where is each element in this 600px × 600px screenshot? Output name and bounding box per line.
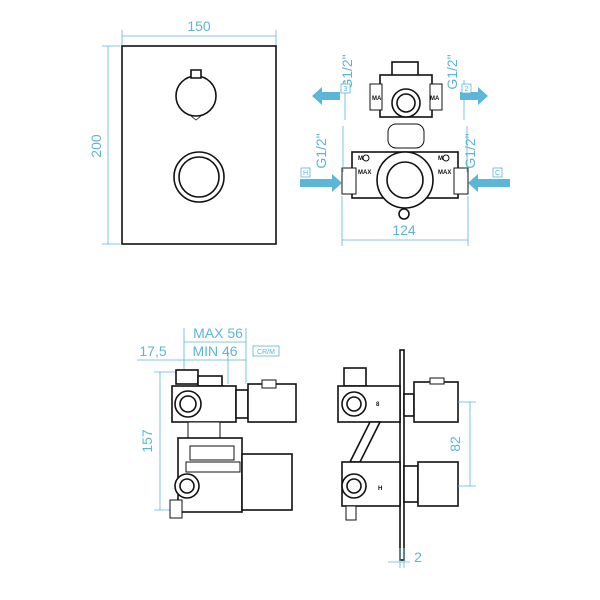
hot-tag-box xyxy=(300,167,311,178)
lower-handle xyxy=(241,453,293,511)
hot-inlet-port xyxy=(341,167,357,195)
cold-tag-box xyxy=(492,167,503,178)
outlet-right-tag-box xyxy=(461,83,472,94)
hot-tag: H xyxy=(303,170,308,177)
cold-inlet-port xyxy=(453,167,469,195)
outlet-left-tag: 3 xyxy=(344,86,348,93)
lower-bracket xyxy=(169,499,183,519)
lower-top-rib xyxy=(189,445,235,461)
section-upper-port-inner xyxy=(346,396,362,412)
mark-max-left: MAX xyxy=(358,170,371,176)
section-lower-collar xyxy=(403,465,419,503)
finish-tag: CR/M xyxy=(257,349,275,356)
diverter-left-port xyxy=(369,83,383,111)
mark-max-right: MAX xyxy=(438,170,451,176)
section-lower-handle xyxy=(417,461,459,507)
side-neck xyxy=(187,421,221,439)
upper-handle xyxy=(247,383,297,423)
overall-height-label: 157 xyxy=(139,429,155,453)
outlet-right-tag: 2 xyxy=(465,86,469,93)
lower-mid-rib xyxy=(185,461,241,473)
port-left-upper-label: G1/2" xyxy=(339,54,355,89)
upper-spindle-collar xyxy=(235,389,249,419)
height-label: 200 xyxy=(88,134,104,158)
diverter-stem-cap xyxy=(391,61,419,77)
mark-max-upper-left: MA xyxy=(372,96,382,102)
wall-plate xyxy=(399,349,405,561)
width-label: 150 xyxy=(187,18,211,34)
thermostat-bore-inner xyxy=(386,161,424,199)
upper-handle-cap xyxy=(261,379,277,389)
hot-inlet-arrow xyxy=(300,174,342,192)
body-width-label: 124 xyxy=(392,222,416,238)
section-view: 8 H 82 2 xyxy=(337,349,476,568)
mounting-hole xyxy=(398,208,410,220)
plate-label: 2 xyxy=(414,549,422,565)
offset-label: 17,5 xyxy=(139,343,166,359)
section-upper-collar xyxy=(403,393,415,417)
outlet-right-arrow xyxy=(460,87,488,105)
front-view: 150 200 xyxy=(88,18,277,245)
screw-right xyxy=(442,154,450,162)
upper-cap-extension xyxy=(197,375,223,387)
outlet-left-tag-box xyxy=(340,83,351,94)
upper-cap xyxy=(175,369,199,385)
finish-tag-box xyxy=(252,345,280,357)
spacing-label: 82 xyxy=(447,436,463,452)
diverter-bore-inner xyxy=(396,93,416,113)
min-depth-label: MIN 46 xyxy=(192,343,237,359)
section-bracket xyxy=(348,421,382,463)
port-left-lower-label: G1/2" xyxy=(313,133,329,168)
diverter-knob-tab xyxy=(190,69,202,79)
section-mark-lower: H xyxy=(378,486,382,492)
section-upper-cap xyxy=(343,367,367,387)
section-upper-handle xyxy=(413,381,459,423)
connecting-neck xyxy=(387,123,425,149)
diverter-right-port xyxy=(429,83,443,111)
upper-port-inner xyxy=(179,395,197,413)
cold-tag: C xyxy=(495,170,500,177)
cold-inlet-arrow xyxy=(468,174,510,192)
diverter-knob xyxy=(175,75,217,117)
section-upper-handle-cap xyxy=(429,377,445,385)
max-depth-label: MAX 56 xyxy=(193,325,243,341)
port-right-lower-label: G1/2" xyxy=(462,133,478,168)
mark-max-upper-right: MA xyxy=(430,96,440,102)
side-view: MAX 56 MIN 46 17,5 CR/M 157 xyxy=(137,325,297,519)
thermostat-knob-inner xyxy=(178,156,220,198)
outlet-left-arrow xyxy=(312,87,340,105)
section-mark-upper: 8 xyxy=(376,402,380,408)
top-view: G1/2" G1/2" 3 2 MA MA MIN MAX MIN MAX xyxy=(300,54,510,246)
lower-port-inner xyxy=(179,478,195,494)
screw-left xyxy=(362,154,370,162)
port-right-upper-label: G1/2" xyxy=(444,54,460,89)
section-lower-port-inner xyxy=(346,478,362,494)
diverter-knob-notch xyxy=(190,115,202,121)
section-lower-bracket xyxy=(345,505,357,521)
